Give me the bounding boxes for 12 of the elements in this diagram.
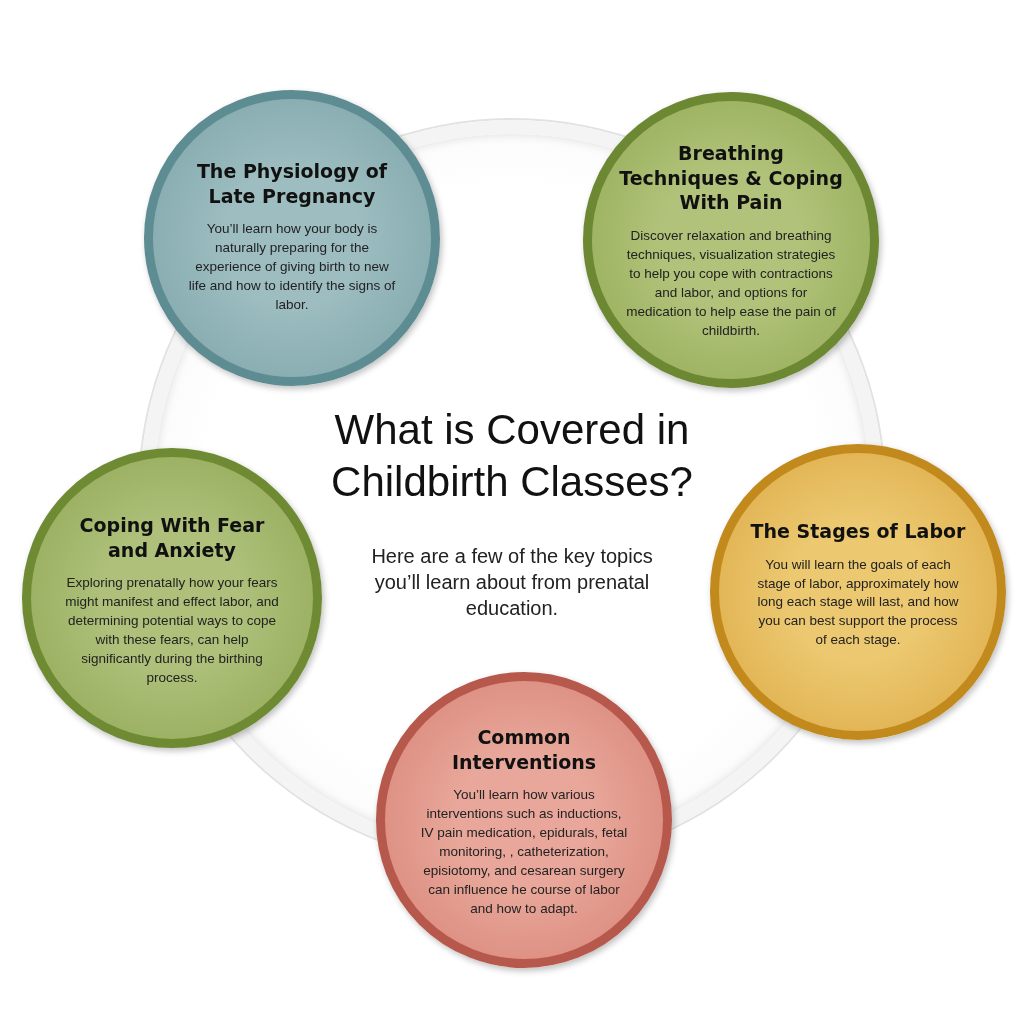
topic-description: You will learn the goals of each stage of labor, approximately how long each stage will last, and how you can best support the process of each stage. xyxy=(756,555,960,650)
topic-description: You’ll learn how your body is naturally preparing for the experience of giving birth to new life and how to identify the signs of labor. xyxy=(187,220,397,314)
topic-description: Exploring prenatally how your fears might manifest and effect labor, and determining potential ways to cope with these fears, can help significantly during the birthing process. xyxy=(64,574,280,687)
topic-heading: Breathing Techniques & Coping With Pain xyxy=(618,141,844,216)
topic-heading: Coping With Fear and Anxiety xyxy=(78,513,266,563)
intro-text: Here are a few of the key topics you’ll learn about from prenatal education. xyxy=(370,543,654,621)
topic-description: Discover relaxation and breathing techniques, visualization strategies to help you cope with contractions and labor, and options for medication to help ease the pain of childbirth. xyxy=(625,227,837,340)
main-title: What is Covered in Childbirth Classes? xyxy=(330,404,694,507)
topic-heading: The Stages of Labor xyxy=(750,519,966,544)
topic-heading: Common Interventions xyxy=(450,725,598,775)
topic-description: You’ll learn how various interventions such as inductions, IV pain medication, epidurals, fetal monitoring, , catheterization, episiotomy, and cesarean surgery can influence he course of labor and how to adapt. xyxy=(419,786,629,918)
topic-heading: The Physiology of Late Pregnancy xyxy=(195,159,389,209)
